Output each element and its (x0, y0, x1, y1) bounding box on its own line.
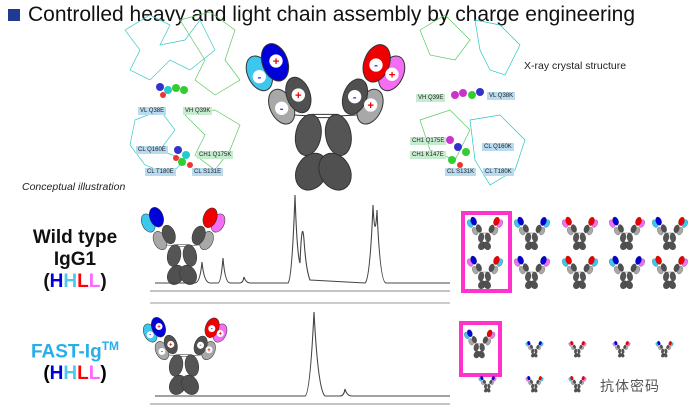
chain-h2: H (63, 271, 78, 292)
wild-type-line2: IgG1 (53, 249, 97, 270)
wild-type-label: Wild type IgG1 (HHLL) (20, 227, 130, 293)
fast-ig-label: FAST-IgTM (HHLL) (20, 335, 130, 385)
chain-l2: L (88, 271, 101, 292)
chain-h1: H (49, 271, 64, 292)
structure-label: VH Q39K (183, 107, 213, 115)
xray-caption: X-ray crystal structure (524, 60, 627, 72)
structure-label: CL T180K (483, 168, 514, 176)
conceptual-illustration-caption: Conceptual illustration (22, 181, 126, 193)
structure-label: CH1 Q175K (197, 151, 234, 159)
structure-label: CL Q160K (482, 143, 514, 151)
fast-ig-chromatogram (150, 311, 450, 405)
structure-label: VH Q39E (416, 94, 446, 102)
fast-ig-text: FAST-Ig (30, 341, 102, 363)
structure-label: CH1 K147E (410, 151, 446, 159)
chain-h2: H (63, 363, 78, 385)
structure-label: CL T180E (145, 168, 176, 176)
chain-composition: (HHLL) (43, 363, 107, 385)
wild-type-chromatogram (150, 194, 450, 304)
structure-label: CL Q160E (136, 146, 168, 154)
structure-label: VL Q38E (138, 107, 167, 115)
fast-ig-name: FAST-IgTM (20, 335, 130, 363)
chain-l2: L (88, 363, 101, 385)
structure-label: CH1 Q175E (410, 137, 447, 145)
fast-ig-product-grid (459, 321, 674, 393)
structure-label: CL S131E (192, 168, 224, 176)
structure-label: CL S131K (445, 168, 477, 176)
right-crystal-structure (419, 14, 526, 186)
correct-product-highlight (461, 211, 512, 293)
charge-engineered-antibody-illustration (240, 39, 411, 195)
chain-l1: L (77, 271, 89, 292)
correct-product-highlight (459, 321, 502, 377)
watermark: 抗体密码 (600, 378, 660, 394)
wild-type-antibody-icon (138, 205, 228, 288)
chain-composition: (HHLL) (43, 271, 107, 292)
fast-ig-antibody-icon (140, 315, 230, 398)
structure-label: VL Q38K (487, 92, 516, 100)
left-crystal-structure (124, 11, 241, 176)
chain-l1: L (77, 363, 89, 385)
chain-h1: H (49, 363, 64, 385)
wild-type-line1: Wild type (32, 227, 118, 248)
trademark: TM (101, 339, 120, 353)
title-bullet (8, 9, 20, 21)
wild-type-product-grid (461, 211, 690, 293)
